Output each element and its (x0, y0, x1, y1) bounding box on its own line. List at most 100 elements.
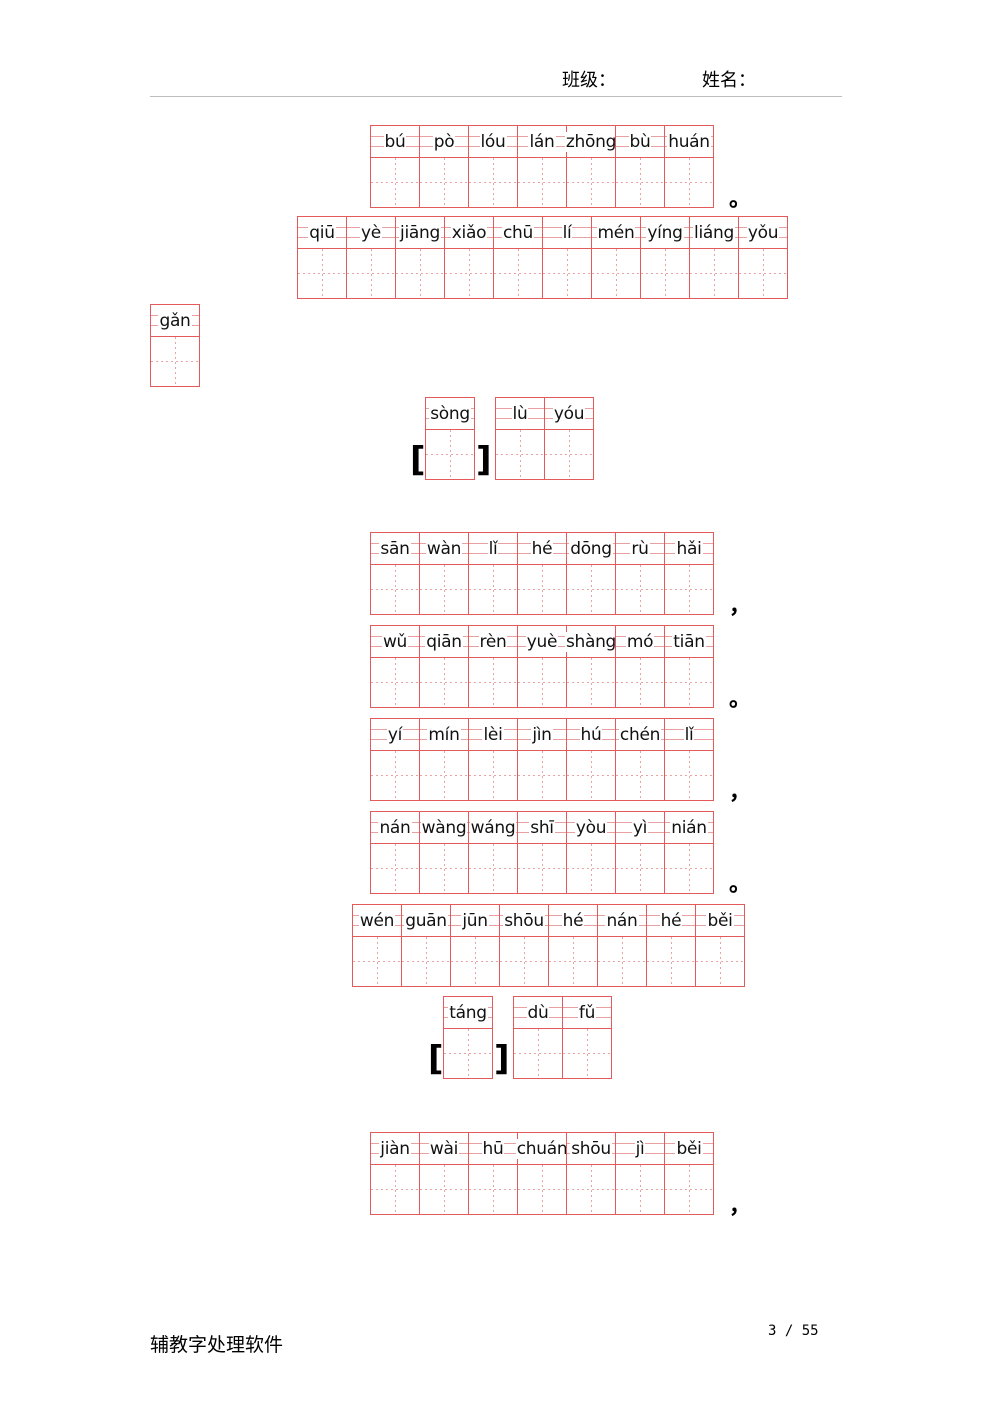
hanzi-box[interactable] (567, 751, 615, 800)
hanzi-box[interactable] (469, 751, 517, 800)
char-cell[interactable]: jūn (450, 904, 500, 987)
char-cell[interactable]: nán (597, 904, 647, 987)
hanzi-box[interactable] (696, 937, 744, 986)
char-cell[interactable]: lóu (468, 125, 518, 208)
hanzi-box[interactable] (518, 844, 566, 893)
hanzi-box[interactable] (518, 658, 566, 707)
char-cell[interactable]: hǎi (664, 532, 714, 615)
char-cell[interactable]: rù (615, 532, 665, 615)
char-cell[interactable]: qiān (419, 625, 469, 708)
hanzi-box[interactable] (469, 158, 517, 207)
char-cell[interactable]: lán (517, 125, 567, 208)
char-cell[interactable]: yóu (544, 397, 594, 480)
char-cell[interactable]: mó (615, 625, 665, 708)
char-cell[interactable]: shī (517, 811, 567, 894)
hanzi-box[interactable] (518, 751, 566, 800)
char-cell[interactable]: shōu (499, 904, 549, 987)
hanzi-box[interactable] (616, 751, 664, 800)
char-cell[interactable]: fǔ (562, 996, 612, 1079)
hanzi-box[interactable] (371, 658, 419, 707)
char-cell[interactable]: gǎn (150, 304, 200, 387)
char-cell[interactable]: chén (615, 718, 665, 801)
char-cell[interactable]: chuán (515, 1132, 569, 1215)
char-cell[interactable]: qiū (297, 216, 347, 299)
hanzi-box[interactable] (420, 158, 468, 207)
hanzi-box[interactable] (347, 249, 395, 298)
char-cell[interactable]: lèi (468, 718, 518, 801)
char-cell[interactable]: bú (370, 125, 420, 208)
hanzi-box[interactable] (567, 658, 615, 707)
hanzi-box[interactable] (496, 430, 544, 479)
hanzi-box[interactable] (420, 565, 468, 614)
char-cell[interactable]: xiǎo (444, 216, 494, 299)
hanzi-box[interactable] (371, 158, 419, 207)
char-cell[interactable]: mín (419, 718, 469, 801)
hanzi-box[interactable] (371, 1165, 419, 1214)
char-cell[interactable]: hé (517, 532, 567, 615)
hanzi-box[interactable] (616, 844, 664, 893)
hanzi-box[interactable] (545, 430, 593, 479)
char-cell[interactable]: rèn (468, 625, 518, 708)
char-cell[interactable]: zhōng (564, 125, 618, 208)
char-cell[interactable]: wàng (419, 811, 469, 894)
char-cell[interactable]: guān (401, 904, 451, 987)
hanzi-box[interactable] (665, 565, 713, 614)
char-cell[interactable]: hé (646, 904, 696, 987)
hanzi-box[interactable] (469, 565, 517, 614)
char-cell[interactable]: táng (443, 996, 493, 1079)
char-cell[interactable]: nán (370, 811, 420, 894)
hanzi-box[interactable] (451, 937, 499, 986)
hanzi-box[interactable] (426, 430, 474, 479)
hanzi-box[interactable] (469, 658, 517, 707)
hanzi-box[interactable] (647, 937, 695, 986)
char-cell[interactable]: dōng (566, 532, 616, 615)
hanzi-box[interactable] (518, 565, 566, 614)
hanzi-box[interactable] (420, 1165, 468, 1214)
hanzi-box[interactable] (518, 1165, 566, 1214)
char-cell[interactable]: jiāng (395, 216, 445, 299)
char-cell[interactable]: hú (566, 718, 616, 801)
char-cell[interactable]: yuè (517, 625, 567, 708)
hanzi-box[interactable] (616, 1165, 664, 1214)
hanzi-box[interactable] (549, 937, 597, 986)
hanzi-box[interactable] (665, 158, 713, 207)
char-cell[interactable]: yǒu (738, 216, 788, 299)
char-cell[interactable]: yè (346, 216, 396, 299)
hanzi-box[interactable] (420, 844, 468, 893)
hanzi-box[interactable] (469, 844, 517, 893)
hanzi-box[interactable] (371, 565, 419, 614)
hanzi-box[interactable] (396, 249, 444, 298)
hanzi-box[interactable] (567, 844, 615, 893)
hanzi-box[interactable] (445, 249, 493, 298)
char-cell[interactable]: tiān (664, 625, 714, 708)
char-cell[interactable]: pò (419, 125, 469, 208)
char-cell[interactable]: lǐ (664, 718, 714, 801)
hanzi-box[interactable] (402, 937, 450, 986)
hanzi-box[interactable] (444, 1029, 492, 1078)
hanzi-box[interactable] (518, 158, 566, 207)
hanzi-box[interactable] (616, 158, 664, 207)
char-cell[interactable]: hé (548, 904, 598, 987)
char-cell[interactable]: sān (370, 532, 420, 615)
char-cell[interactable]: bù (615, 125, 665, 208)
char-cell[interactable]: hū (468, 1132, 518, 1215)
hanzi-box[interactable] (665, 844, 713, 893)
char-cell[interactable]: běi (664, 1132, 714, 1215)
hanzi-box[interactable] (151, 337, 199, 386)
hanzi-box[interactable] (567, 565, 615, 614)
hanzi-box[interactable] (353, 937, 401, 986)
hanzi-box[interactable] (371, 751, 419, 800)
hanzi-box[interactable] (469, 1165, 517, 1214)
char-cell[interactable]: chū (493, 216, 543, 299)
hanzi-box[interactable] (298, 249, 346, 298)
hanzi-box[interactable] (567, 1165, 615, 1214)
hanzi-box[interactable] (665, 751, 713, 800)
char-cell[interactable]: yì (615, 811, 665, 894)
char-cell[interactable]: wén (352, 904, 402, 987)
char-cell[interactable]: jìn (517, 718, 567, 801)
char-cell[interactable]: wáng (468, 811, 518, 894)
char-cell[interactable]: yí (370, 718, 420, 801)
hanzi-box[interactable] (616, 565, 664, 614)
char-cell[interactable]: sòng (425, 397, 475, 480)
hanzi-box[interactable] (420, 751, 468, 800)
